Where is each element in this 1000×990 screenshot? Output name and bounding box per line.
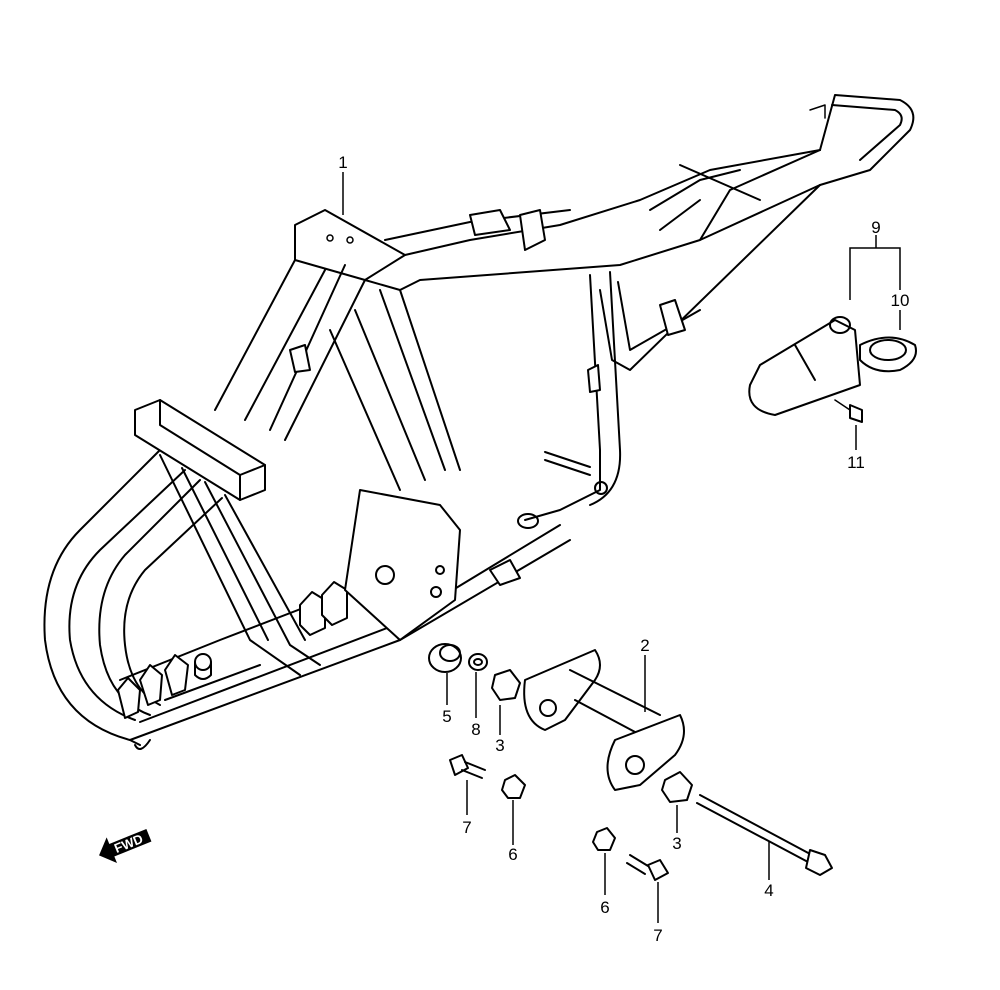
callout-3-lower: 3 (672, 834, 681, 853)
fwd-arrow-icon: FWD (99, 828, 152, 864)
frame-drawing (43, 94, 915, 750)
hardware-drawing (428, 643, 833, 881)
starter-drawing (748, 316, 917, 423)
callout-3-upper: 3 (495, 736, 504, 755)
callout-2: 2 (640, 636, 649, 655)
callout-9: 9 (871, 218, 880, 237)
callout-6-left: 6 (508, 845, 517, 864)
callout-6-right: 6 (600, 898, 609, 917)
callout-7-left: 7 (462, 818, 471, 837)
callout-4: 4 (764, 881, 773, 900)
callout-11: 11 (847, 453, 865, 472)
callout-10: 10 (891, 291, 910, 310)
callout-7-right: 7 (653, 926, 662, 945)
callout-8: 8 (471, 720, 480, 739)
fwd-label: FWD (112, 831, 145, 856)
callout-1: 1 (338, 153, 347, 172)
callout-numbers: 1 2 3 3 4 5 6 6 7 7 8 9 10 11 (338, 153, 909, 945)
leader-lines (342, 172, 901, 923)
callout-5: 5 (442, 707, 451, 726)
